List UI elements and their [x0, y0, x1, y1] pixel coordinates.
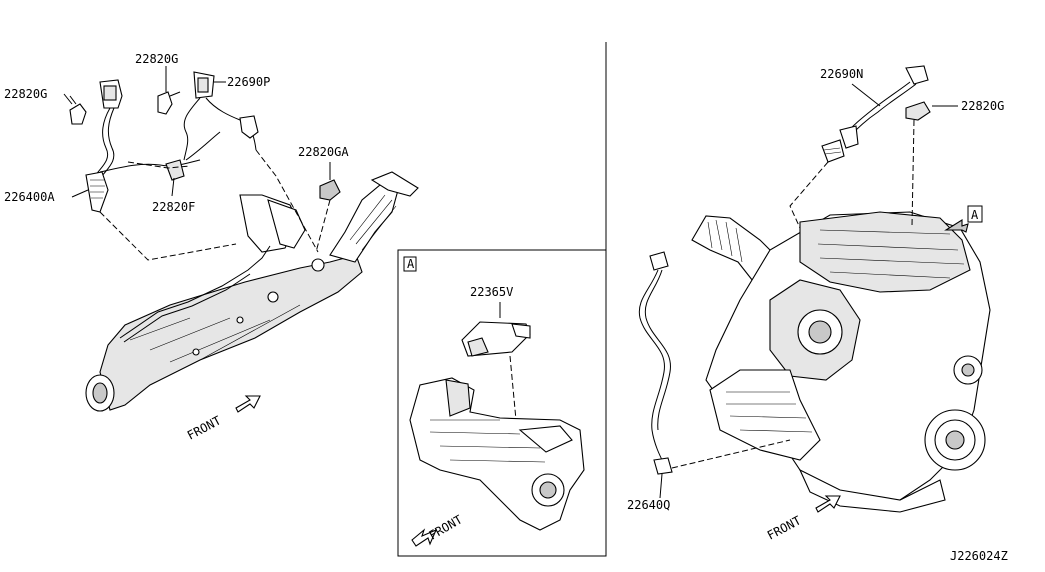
sensor-22640q [638, 251, 673, 475]
egr-module [409, 377, 585, 531]
inset-tag: A [407, 257, 415, 271]
exhaust-assembly [85, 171, 419, 412]
front-label-inset: FRONT [427, 512, 465, 542]
callout-a: A [944, 205, 983, 233]
label-226400a: 226400A [4, 190, 55, 204]
clip-22820f [165, 159, 185, 181]
valve-cover [799, 211, 971, 293]
front-label-right: FRONT [765, 513, 803, 542]
engine-assembly [691, 211, 991, 513]
heat-shield [709, 369, 821, 461]
outlet-pipe-hole [92, 382, 108, 404]
label-22365v: 22365V [470, 285, 513, 299]
label-22820g-right: 22820G [961, 99, 1004, 113]
sensor-port [311, 258, 325, 272]
label-22820g-left: 22820G [4, 87, 47, 101]
front-arrow-right: FRONT [765, 495, 841, 543]
figure-id: J226024Z [950, 549, 1008, 563]
boss-22820ga [319, 179, 341, 201]
label-22690p: 22690P [227, 75, 270, 89]
front-pipe [329, 184, 399, 263]
label-22820ga: 22820GA [298, 145, 349, 159]
label-22690n: 22690N [820, 67, 863, 81]
dpf-body [99, 254, 363, 411]
front-arrow-left: FRONT [185, 395, 261, 443]
label-22640q: 22640Q [627, 498, 670, 512]
label-22820g-top: 22820G [135, 52, 178, 66]
front-flange [370, 171, 419, 197]
sensor-22690p [183, 71, 259, 161]
front-label-left: FRONT [185, 413, 223, 442]
sensor-22365v [461, 321, 531, 357]
callout-a-label: A [971, 208, 979, 222]
sensor-22820g-right [905, 101, 931, 121]
oxygen-sensor-harness [85, 79, 123, 213]
sensor-22690n [821, 65, 929, 163]
inset-frame [397, 249, 607, 557]
label-22820f: 22820F [152, 200, 195, 214]
sensor-22820g-left [69, 95, 87, 125]
body-harness [119, 245, 271, 339]
front-arrow-inset: FRONT [411, 512, 465, 547]
sensor-22820g-top [157, 91, 181, 115]
